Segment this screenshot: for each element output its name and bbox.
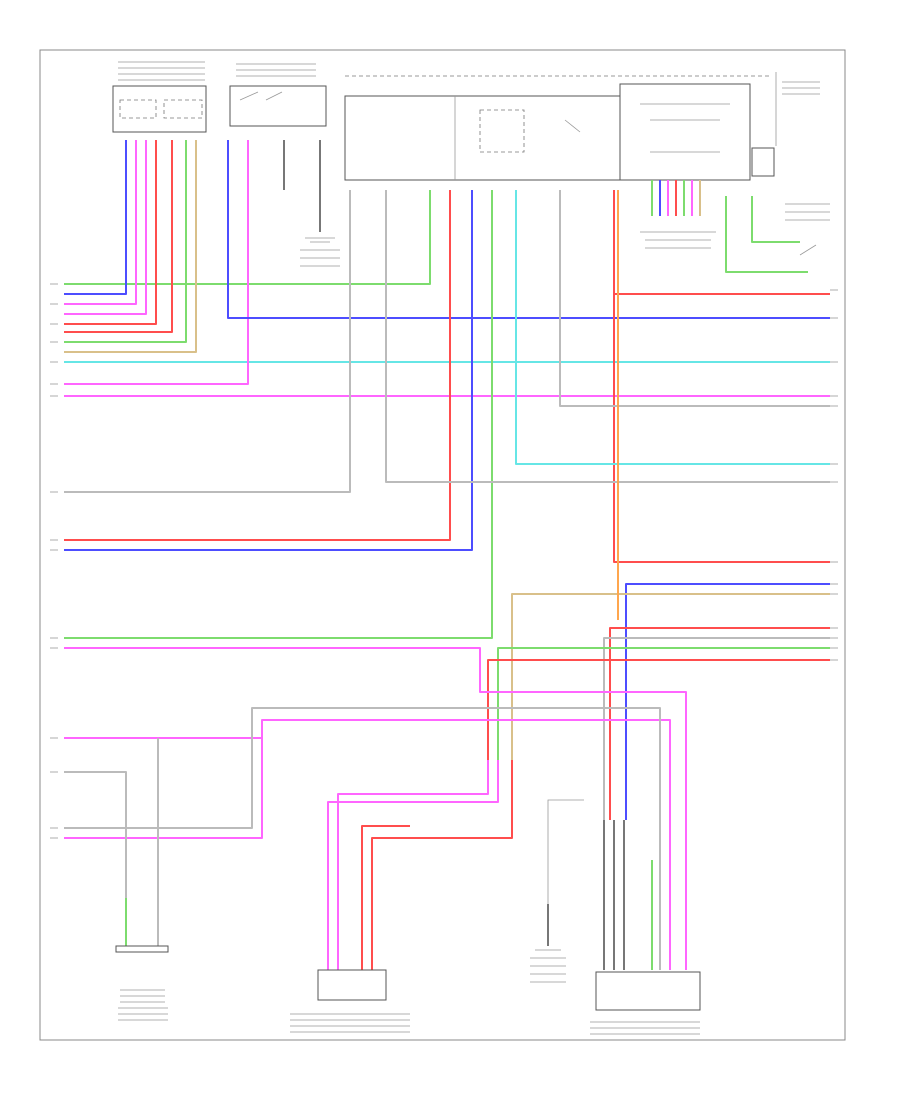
switch-module-component <box>229 63 327 127</box>
right-ecu-component <box>619 72 820 181</box>
right-edge-terminals <box>830 289 838 661</box>
central-control-unit <box>344 75 770 181</box>
bottom-ground <box>530 799 584 983</box>
lower-pink-circuit <box>64 647 687 970</box>
bottom-middle-module <box>290 760 513 1033</box>
switch-contact-icon <box>564 119 581 133</box>
top-left-switch-component <box>112 61 207 133</box>
switch-contact-icon <box>239 91 259 101</box>
ecu-connector-pins <box>640 180 716 249</box>
right-harness-wires <box>385 190 830 820</box>
left-harness-wires <box>64 140 830 639</box>
switch-contact-icon <box>799 244 817 256</box>
bottom-right-module <box>590 820 701 1035</box>
right-side-switch <box>725 196 830 273</box>
bottom-left-sensor <box>64 738 169 1021</box>
upper-ground-leads <box>283 140 340 267</box>
diagram-frame <box>39 49 846 1041</box>
left-edge-terminals <box>50 283 58 839</box>
